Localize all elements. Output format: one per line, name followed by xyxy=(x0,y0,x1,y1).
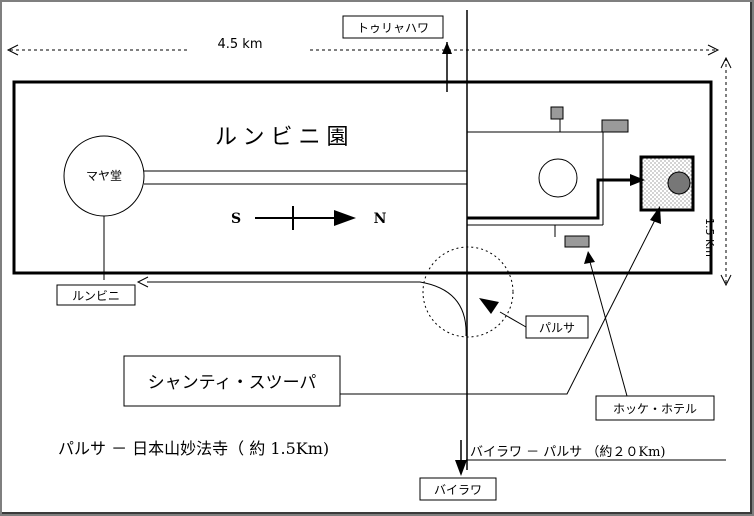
shanti-stupa-leader xyxy=(340,215,658,395)
bottom-road-box xyxy=(419,477,497,501)
width-dimension: 4.5 km xyxy=(6,37,720,56)
lumbini-road-arrow xyxy=(136,276,149,288)
park-boundary xyxy=(12,80,713,275)
top-road-label: トゥリャハワ xyxy=(357,21,429,35)
top-road-arrow-head xyxy=(442,42,452,54)
hokke-hotel-arrow xyxy=(584,251,595,264)
building-bottom xyxy=(564,235,590,248)
compass-south: S xyxy=(231,211,241,227)
shanti-stupa-box xyxy=(123,355,341,407)
building-small-top xyxy=(550,106,564,120)
hokke-hotel-box xyxy=(595,395,715,421)
top-road-box xyxy=(342,15,444,39)
note-bhairawa-parsa: バイラワ － パルサ （約２０Km) xyxy=(470,445,666,460)
width-dimension-label: 4.5 km xyxy=(218,37,263,52)
building-top-right xyxy=(601,119,629,133)
stupa-circle xyxy=(538,158,578,198)
compass-arrow xyxy=(334,210,356,226)
compass: S N xyxy=(231,206,387,230)
compass-north: N xyxy=(374,211,387,227)
note-parsa-myohoji: パルサ － 日本山妙法寺（ 約 1.5Km) xyxy=(58,439,329,458)
maya-hall-label: マヤ堂 xyxy=(86,169,122,183)
access-route-arrow xyxy=(630,174,645,186)
parsa-arrow xyxy=(479,298,499,314)
parsa-area xyxy=(422,246,514,338)
lumbini-town-label: ルンビニ xyxy=(72,289,120,303)
lumbini-town-box xyxy=(56,284,136,306)
parsa-label: パルサ xyxy=(539,321,575,335)
park-title: ルンビニ園 xyxy=(215,125,355,150)
hokke-hotel-label: ホッケ・ホテル xyxy=(613,402,697,416)
bottom-road-arrow-head xyxy=(455,460,467,476)
bottom-road-label: バイラワ xyxy=(434,483,482,497)
shanti-stupa-label: シャンティ・スツーパ xyxy=(148,373,317,393)
access-route xyxy=(467,178,632,220)
hokke-hotel-leader xyxy=(589,261,628,397)
height-dimension: 1.5 Km xyxy=(703,56,732,287)
temple-building xyxy=(667,171,691,195)
shanti-stupa-arrow xyxy=(650,206,661,224)
lumbini-road xyxy=(147,281,467,337)
